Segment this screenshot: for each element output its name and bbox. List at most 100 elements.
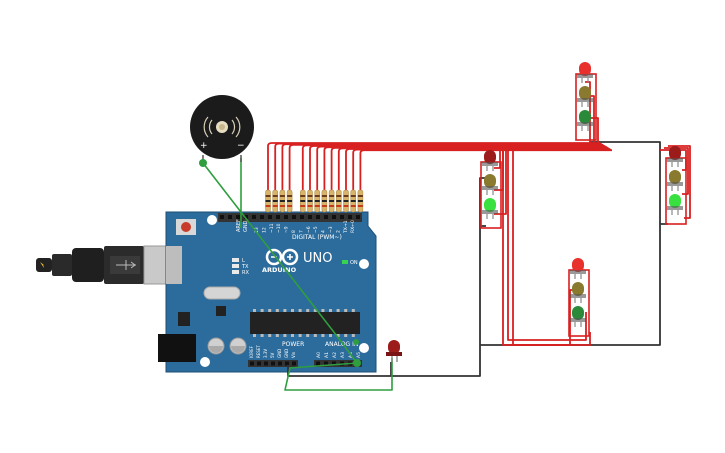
led-green[interactable] bbox=[667, 194, 683, 215]
l-led bbox=[232, 258, 239, 262]
led-red[interactable] bbox=[577, 62, 593, 83]
resistor[interactable] bbox=[314, 189, 320, 213]
power-pin-label: Vin bbox=[291, 351, 296, 358]
header-pin[interactable] bbox=[324, 361, 328, 366]
header-pin[interactable] bbox=[292, 215, 296, 219]
ground-wire[interactable] bbox=[287, 177, 486, 377]
led-signal-wire[interactable] bbox=[585, 81, 591, 150]
resistor-wire[interactable] bbox=[316, 145, 606, 190]
resistor[interactable] bbox=[336, 189, 342, 213]
header-pin[interactable] bbox=[271, 361, 275, 366]
resistor[interactable] bbox=[350, 189, 356, 213]
header-pin[interactable] bbox=[257, 361, 261, 366]
header-pin[interactable] bbox=[332, 215, 336, 219]
resistor[interactable] bbox=[286, 189, 293, 213]
buzzer-positive-terminal[interactable] bbox=[199, 159, 207, 167]
header-pin[interactable] bbox=[300, 215, 304, 219]
resistor-wire[interactable] bbox=[288, 143, 603, 190]
led-yellow[interactable] bbox=[577, 86, 593, 107]
led-signal-wire[interactable] bbox=[507, 150, 587, 341]
resistor-wire[interactable] bbox=[274, 142, 601, 190]
resistor-wire[interactable] bbox=[301, 144, 604, 190]
header-pin[interactable] bbox=[278, 361, 282, 366]
led-signal-wires[interactable] bbox=[267, 142, 612, 190]
analog-wire-terminal[interactable] bbox=[353, 359, 361, 367]
led-red[interactable] bbox=[570, 258, 586, 279]
resistor[interactable] bbox=[272, 189, 278, 213]
resistor-wire[interactable] bbox=[267, 142, 600, 190]
power-pin-label: 5V bbox=[270, 352, 275, 358]
header-pin[interactable] bbox=[228, 215, 232, 219]
led-green[interactable] bbox=[570, 306, 586, 327]
resistor[interactable] bbox=[321, 189, 328, 213]
header-pin[interactable] bbox=[220, 215, 224, 219]
ground-wire[interactable] bbox=[590, 141, 661, 224]
header-pin[interactable] bbox=[276, 215, 280, 219]
resistor-wire[interactable] bbox=[359, 149, 612, 190]
mounting-hole bbox=[359, 343, 369, 353]
led-yellow[interactable] bbox=[667, 170, 683, 191]
resistor-wire[interactable] bbox=[345, 148, 610, 190]
led-signal-wire[interactable] bbox=[668, 145, 691, 219]
led-green[interactable] bbox=[577, 110, 593, 131]
header-pin[interactable] bbox=[348, 215, 352, 219]
led-signal-wire[interactable] bbox=[590, 117, 599, 150]
header-pin[interactable] bbox=[324, 215, 328, 219]
reset-button-cap[interactable] bbox=[181, 222, 191, 232]
header-pin[interactable] bbox=[292, 361, 296, 366]
resistor-wire[interactable] bbox=[330, 146, 608, 190]
led-signal-wire[interactable] bbox=[590, 95, 595, 150]
resistor-wire[interactable] bbox=[323, 146, 607, 190]
header-pin[interactable] bbox=[252, 215, 256, 219]
led-yellow[interactable] bbox=[482, 174, 498, 195]
header-pin[interactable] bbox=[250, 361, 254, 366]
header-pin[interactable] bbox=[284, 215, 288, 219]
piezo-buzzer[interactable]: + − bbox=[190, 95, 254, 167]
header-pin[interactable] bbox=[316, 361, 320, 366]
power-pin-label: GND bbox=[277, 349, 282, 358]
header-pin[interactable] bbox=[285, 361, 289, 366]
resistor[interactable] bbox=[307, 189, 313, 213]
led-signal-wire[interactable] bbox=[494, 150, 501, 169]
resistor-wire[interactable] bbox=[281, 143, 602, 190]
header-pin[interactable] bbox=[264, 361, 268, 366]
header-pin[interactable] bbox=[308, 215, 312, 219]
resistor[interactable] bbox=[300, 189, 306, 213]
header-pin[interactable] bbox=[244, 215, 248, 219]
header-pin[interactable] bbox=[268, 215, 272, 219]
model-label: UNO bbox=[303, 251, 332, 266]
traffic-light-south bbox=[568, 258, 590, 337]
led-yellow[interactable] bbox=[570, 282, 586, 303]
resistor[interactable] bbox=[343, 189, 349, 213]
analog-wire-terminal[interactable] bbox=[353, 339, 359, 345]
header-pin[interactable] bbox=[260, 215, 264, 219]
led-red[interactable] bbox=[667, 146, 683, 167]
led-red[interactable] bbox=[482, 150, 498, 171]
resistor[interactable] bbox=[357, 189, 364, 213]
pedestrian-red-led[interactable] bbox=[386, 340, 402, 362]
resistor-wire[interactable] bbox=[337, 147, 609, 190]
analog-pin-label: A3 bbox=[340, 352, 346, 358]
header-pin[interactable] bbox=[316, 215, 320, 219]
digital-pin-label: TX→1 bbox=[343, 220, 349, 234]
led-signal-wire[interactable] bbox=[502, 150, 578, 346]
header-pin[interactable] bbox=[236, 215, 240, 219]
traffic-lights bbox=[480, 62, 687, 337]
resistor[interactable] bbox=[328, 189, 335, 213]
resistor-wire[interactable] bbox=[309, 145, 605, 190]
buzzer-signal-wire[interactable] bbox=[202, 162, 358, 364]
resistor[interactable] bbox=[279, 189, 286, 213]
led-green[interactable] bbox=[482, 198, 498, 219]
header-pin[interactable] bbox=[340, 215, 344, 219]
pedestrian-led-wire[interactable] bbox=[284, 358, 393, 391]
resistor[interactable] bbox=[265, 189, 271, 213]
led-signal-wire[interactable] bbox=[512, 150, 591, 346]
arduino-logo bbox=[265, 248, 299, 266]
digital-label: DIGITAL (PWM~) bbox=[292, 234, 342, 241]
tx-led bbox=[232, 264, 239, 268]
buzzer-minus-label: − bbox=[237, 141, 245, 151]
resistor-wire[interactable] bbox=[352, 148, 611, 190]
header-pin[interactable] bbox=[356, 215, 360, 219]
header-pin[interactable] bbox=[332, 361, 336, 366]
